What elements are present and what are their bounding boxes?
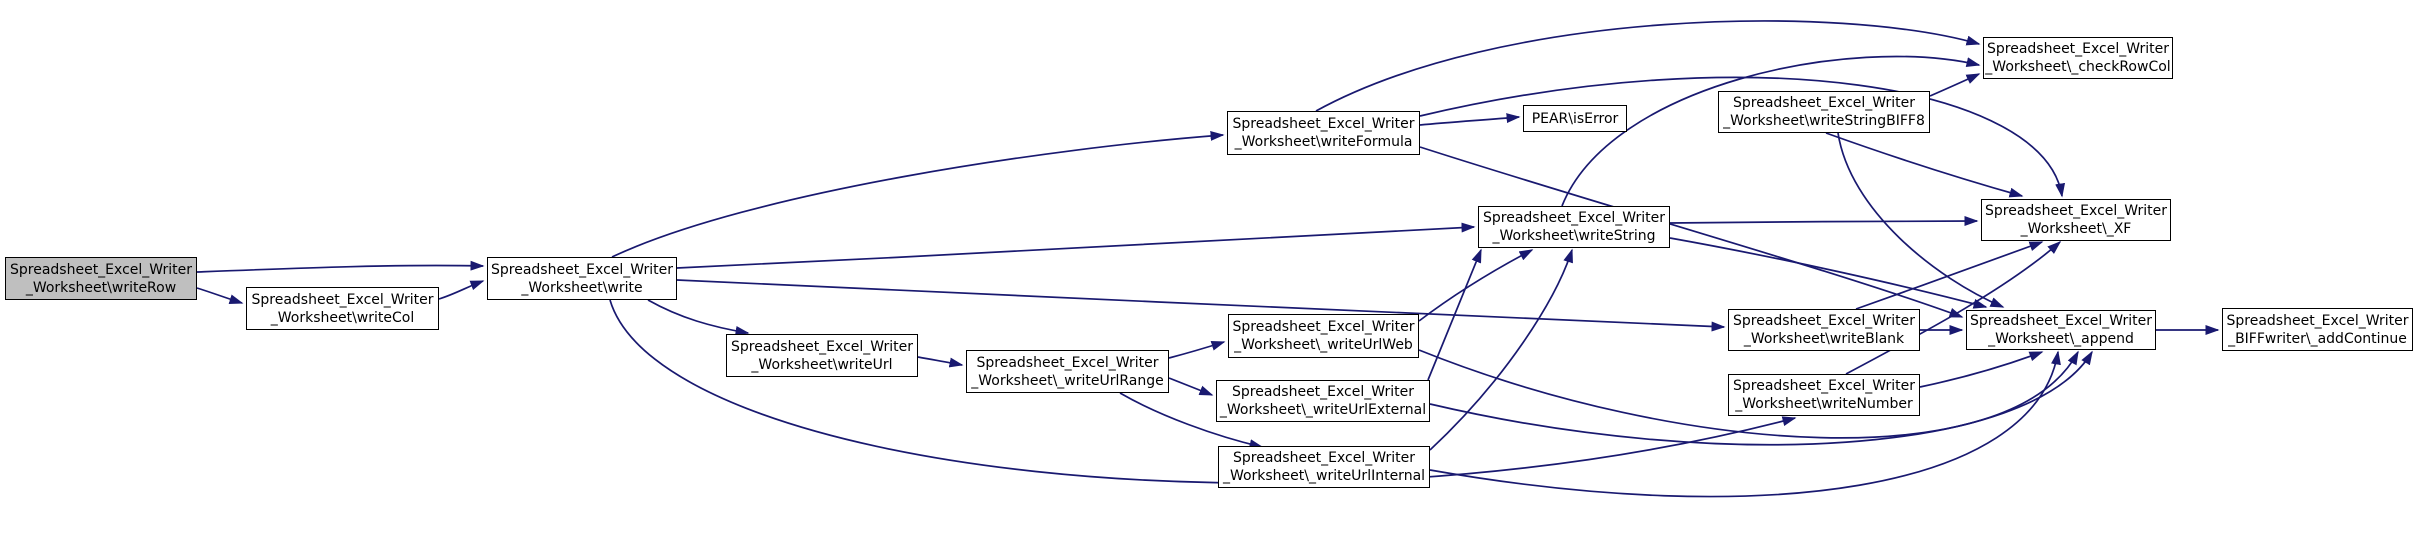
- edge-writeStringBIFF8-to-checkRowCol: [1929, 73, 1981, 97]
- edge-write-to-writeBlank: [676, 279, 1726, 332]
- edge-writeCol-to-write: [438, 280, 485, 300]
- edge-group: [196, 20, 2220, 498]
- edge-writeUrlInternal-to-writeString: [1429, 248, 1573, 451]
- node-writeFormula[interactable]: Spreadsheet_Excel_Writer _Worksheet\writ…: [1227, 111, 1420, 155]
- node-writeBlank[interactable]: Spreadsheet_Excel_Writer _Worksheet\writ…: [1728, 309, 1920, 351]
- node-writeString[interactable]: Spreadsheet_Excel_Writer _Worksheet\writ…: [1478, 206, 1670, 248]
- edge-write-to-writeString: [676, 222, 1476, 269]
- edge-writeUrlExternal-to-append: [1429, 350, 2093, 446]
- edge-writeUrlRange-to-writeUrlWeb: [1168, 340, 1226, 359]
- edge-write-to-writeFormula: [611, 130, 1225, 258]
- edge-writeFormula-to-XF: [1419, 76, 2066, 198]
- node-writeStringBIFF8[interactable]: Spreadsheet_Excel_Writer _Worksheet\writ…: [1718, 91, 1930, 133]
- node-writeNumber[interactable]: Spreadsheet_Excel_Writer _Worksheet\writ…: [1728, 374, 1920, 416]
- edge-writeNumber-to-XF: [1845, 241, 2062, 375]
- node-writeUrlRange[interactable]: Spreadsheet_Excel_Writer _Worksheet\_wri…: [966, 350, 1169, 393]
- edge-writeUrlRange-to-writeUrlInternal: [1119, 392, 1264, 450]
- edge-writeFormula-to-append: [1419, 146, 1964, 318]
- node-writeUrlWeb[interactable]: Spreadsheet_Excel_Writer _Worksheet\_wri…: [1228, 314, 1419, 358]
- edge-writeUrlWeb-to-writeString: [1418, 249, 1534, 322]
- node-append[interactable]: Spreadsheet_Excel_Writer _Worksheet\_app…: [1966, 310, 2156, 350]
- edge-writeUrl-to-writeUrlRange: [917, 356, 964, 368]
- node-isError[interactable]: PEAR\isError: [1523, 105, 1627, 132]
- node-writeUrlExternal[interactable]: Spreadsheet_Excel_Writer _Worksheet\_wri…: [1216, 380, 1430, 422]
- edge-writeRow-to-write: [196, 260, 485, 273]
- edge-write-to-writeNumber: [609, 299, 1797, 484]
- edge-writeUrlWeb-to-append: [1418, 349, 2079, 439]
- edge-writeBlank-to-XF: [1855, 241, 2044, 310]
- edge-writeNumber-to-append: [1919, 351, 2044, 388]
- edge-writeRow-to-writeCol: [196, 287, 244, 305]
- edge-writeFormula-to-checkRowCol: [1315, 20, 1981, 112]
- node-write[interactable]: Spreadsheet_Excel_Writer _Worksheet\writ…: [487, 257, 677, 300]
- edge-writeString-to-XF: [1669, 216, 1979, 227]
- node-writeCol[interactable]: Spreadsheet_Excel_Writer _Worksheet\writ…: [246, 287, 439, 330]
- edge-writeUrlRange-to-writeUrlExternal: [1168, 377, 1214, 396]
- node-writeUrl[interactable]: Spreadsheet_Excel_Writer _Worksheet\writ…: [726, 334, 918, 377]
- node-writeRow[interactable]: Spreadsheet_Excel_Writer _Worksheet\writ…: [5, 257, 197, 300]
- edge-writeString-to-checkRowCol: [1561, 55, 1981, 207]
- edge-writeFormula-to-isError: [1419, 113, 1521, 126]
- edge-writeUrlExternal-to-writeString: [1427, 248, 1482, 381]
- node-addContinue[interactable]: Spreadsheet_Excel_Writer _BIFFwriter\_ad…: [2222, 308, 2413, 351]
- edge-writeStringBIFF8-to-XF: [1825, 132, 2024, 198]
- edge-writeUrlInternal-to-append: [1429, 350, 2061, 498]
- edge-write-to-writeUrl: [647, 299, 750, 336]
- edge-writeStringBIFF8-to-append: [1837, 132, 2005, 308]
- node-writeUrlInternal[interactable]: Spreadsheet_Excel_Writer _Worksheet\_wri…: [1218, 446, 1430, 488]
- node-checkRowCol[interactable]: Spreadsheet_Excel_Writer _Worksheet\_che…: [1983, 37, 2173, 79]
- node-XF[interactable]: Spreadsheet_Excel_Writer _Worksheet\_XF: [1981, 199, 2171, 241]
- edge-writeString-to-append: [1669, 237, 1988, 309]
